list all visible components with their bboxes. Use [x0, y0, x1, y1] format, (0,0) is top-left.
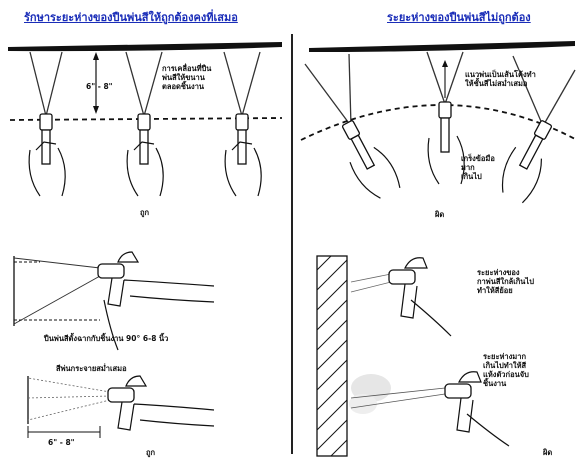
correct-technique-illustration [0, 0, 290, 462]
tilted-gun-hand-1 [332, 114, 402, 203]
panel-divider [291, 34, 293, 454]
perpendicular-caption: ปืนพ่นสีตั้งฉากกับชิ้นงาน 90° 6-8 นิ้ว [44, 334, 168, 343]
wrist-flex-note: เกร็งข้อมือ มาก เกินไป [461, 154, 495, 181]
correct-distance-panel: รักษาระยะห่างของปืนพ่นสีให้ถูกต้องคงที่เ… [0, 0, 290, 462]
fan-distance-label: 6" - 8" [48, 438, 75, 447]
verdict-incorrect-top: ผิด [435, 210, 444, 219]
incorrect-distance-panel: ระยะห่างของปืนพ่นสีไม่ถูกต้อง [295, 0, 579, 462]
spray-gun-hand-1 [29, 114, 65, 196]
too-far-note: ระยะห่างมาก เกินไปทำให้สี แห้งตัวก่อนจับ… [483, 352, 529, 388]
verdict-correct-bottom: ถูก [146, 448, 155, 457]
hatched-wall [317, 256, 347, 456]
spray-gun-hand-3 [225, 114, 261, 196]
even-spray-caption: สีพ่นกระจายสม่ำเสมอ [56, 364, 127, 373]
too-close-note: ระยะห่างของ กาพ่นสีใกล้เกินไป ทำให้สีย้อ… [477, 268, 534, 295]
spray-gun-hand-2 [127, 114, 163, 196]
uneven-arc-note: แนวพ่นเป็นเส้นโค้งทำ ให้ชั้นสีไม่สม่ำเสม… [465, 70, 536, 88]
distance-label: 6" - 8" [86, 82, 113, 91]
verdict-incorrect-bottom: ผิด [543, 448, 552, 457]
parallel-note: การเคลื่อนที่ปืน พ่นสีให้ขนาน ตลอดชิ้นงา… [162, 64, 211, 91]
too-close-spray-gun [351, 258, 451, 336]
workpiece-bar [309, 41, 575, 52]
verdict-correct-top: ถูก [140, 208, 149, 217]
workpiece-bar [8, 42, 282, 51]
even-fan-spray-figure [28, 376, 214, 438]
tilted-gun-hand-2 [428, 102, 464, 184]
tilted-gun-hand-3 [493, 115, 563, 204]
incorrect-technique-illustration [295, 0, 579, 462]
